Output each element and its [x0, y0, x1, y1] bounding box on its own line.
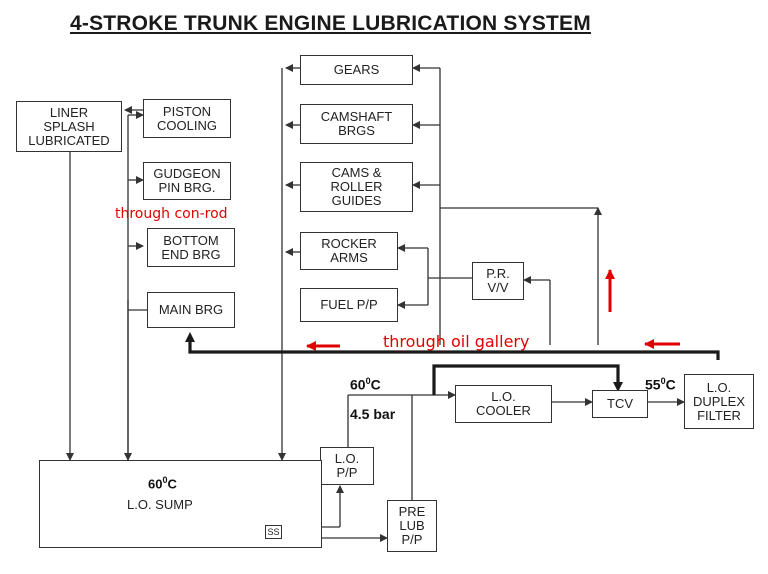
prelub-pp-box: PRE LUB P/P [387, 500, 437, 552]
lo-cooler-box: L.O. COOLER [455, 385, 552, 423]
sump-temperature: 600C [148, 475, 177, 492]
gears-box: GEARS [300, 55, 413, 85]
cams-box: CAMS & ROLLER GUIDES [300, 162, 413, 212]
lo-duplex-filter-box: L.O. DUPLEX FILTER [684, 374, 754, 429]
ss-strainer-box: SS [265, 525, 282, 539]
through-oil-gallery-note: through oil gallery [383, 332, 530, 351]
oil-gallery-line [188, 340, 720, 360]
camshaft-box: CAMSHAFT BRGS [300, 104, 413, 144]
lo-sump-box: 600C L.O. SUMP SS [39, 460, 322, 548]
pump-temperature: 600C [350, 376, 381, 393]
main-brg-box: MAIN BRG [147, 292, 235, 328]
tcv-box: TCV [592, 390, 648, 418]
through-conrod-note: through con-rod [115, 206, 228, 222]
liner-splash-box: LINER SPLASH LUBRICATED [16, 101, 122, 152]
fuel-pp-box: FUEL P/P [300, 288, 398, 322]
piston-cooling-box: PISTON COOLING [143, 99, 231, 138]
sump-label: L.O. SUMP [127, 497, 193, 512]
diagram-title: 4-STROKE TRUNK ENGINE LUBRICATION SYSTEM [70, 12, 591, 35]
pr-vv-box: P.R. V/V [472, 262, 524, 300]
gudgeon-pin-box: GUDGEON PIN BRG. [143, 162, 231, 200]
filter-temperature: 550C [645, 376, 676, 393]
pressure-label: 4.5 bar [350, 406, 396, 422]
rocker-box: ROCKER ARMS [300, 232, 398, 270]
bottom-end-box: BOTTOM END BRG [147, 228, 235, 267]
lo-pp-box: L.O. P/P [320, 447, 374, 485]
